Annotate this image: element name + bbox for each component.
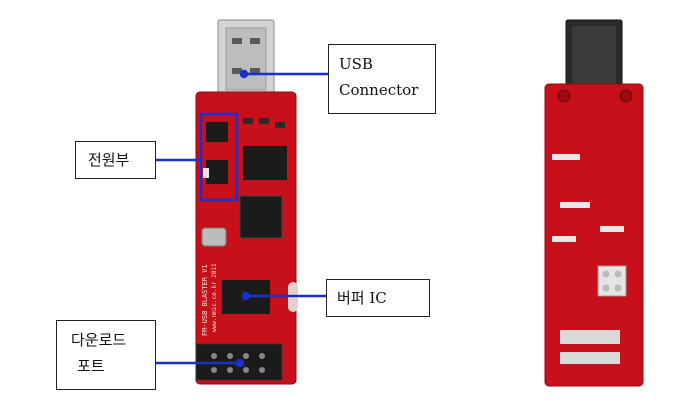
back-mount-hole (557, 89, 571, 103)
front-usb-hole (250, 38, 260, 44)
callout-usb-connector-line2: Connector (339, 81, 419, 99)
back-pad (602, 284, 610, 292)
callout-download-port-line2: 포트 (77, 357, 105, 375)
back-smd-row (560, 330, 620, 344)
back-mount-hole (619, 89, 633, 103)
leader-lines (156, 69, 328, 368)
back-smd-row (560, 352, 620, 364)
front-usb-hole (250, 68, 260, 74)
front-board: FM-USB BLASTER V1 www.nmic.co.kr 2011 (195, 19, 298, 385)
smd-component (243, 118, 253, 124)
back-pad (602, 270, 610, 278)
front-usb-plug-inner (225, 27, 267, 91)
smd-component (259, 118, 269, 124)
header-pin (227, 367, 233, 373)
smd-component (275, 122, 285, 128)
header-pin (243, 367, 249, 373)
callout-usb-connector: USB Connector (328, 44, 436, 114)
back-pad (614, 270, 622, 278)
callout-usb-connector-line1: USB (339, 55, 373, 73)
back-pad-block (597, 265, 627, 297)
header-pin (227, 353, 233, 359)
power-led (203, 168, 209, 178)
callout-download-port-line1: 다운로드 (71, 331, 127, 349)
header-pin (259, 353, 265, 359)
back-smd-pads (552, 154, 580, 160)
front-usb-hole (232, 38, 242, 44)
back-smd-pads (560, 202, 590, 208)
power-regulator-chip (206, 160, 228, 184)
power-regulator-chip (206, 122, 228, 142)
silkscreen-url: www.nmic.co.kr 2011 (211, 263, 218, 332)
leader-usb-dot (239, 69, 249, 79)
back-pad (614, 284, 622, 292)
callout-power-section: 전원부 (75, 141, 156, 179)
silkscreen-title: FM-USB BLASTER V1 (201, 264, 209, 336)
back-usb-plug-inner (572, 26, 616, 92)
power-section-highlight (199, 112, 239, 202)
back-smd-pads (600, 226, 624, 232)
header-pin (211, 367, 217, 373)
header-pin (243, 353, 249, 359)
header-pin (259, 367, 265, 373)
front-ic-qfp (239, 195, 283, 239)
front-crystal (201, 227, 227, 247)
callout-download-port: 다운로드 포트 (56, 320, 156, 390)
back-smd-pads (552, 236, 576, 242)
back-board (544, 19, 644, 387)
callout-buffer-ic: 버퍼 IC (326, 279, 430, 317)
leader-buffer-dot (241, 291, 251, 301)
callout-power-section-text: 전원부 (88, 151, 130, 169)
front-ic-upper (243, 146, 287, 180)
front-usb-hole (232, 68, 242, 74)
callout-buffer-ic-text: 버퍼 IC (337, 289, 387, 307)
leader-download-dot (235, 358, 245, 368)
header-pin (211, 353, 217, 359)
